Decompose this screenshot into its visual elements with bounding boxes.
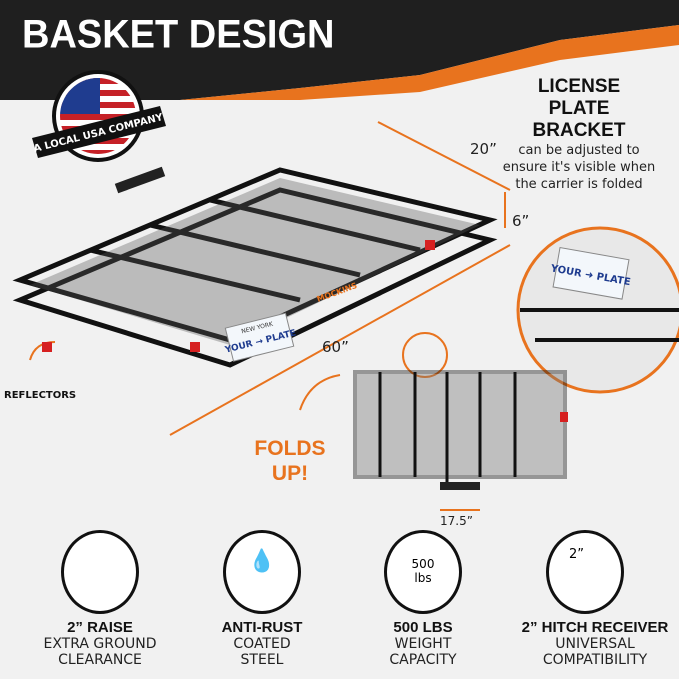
width-dimension: 20” [470,140,497,158]
usa-company-badge: A LOCAL USA COMPANY [32,70,166,162]
hitch-icon-size: 2” [569,547,585,562]
page-title: BASKET DESIGN [22,12,335,58]
feature-title: 500 LBS [393,619,453,636]
feature-line: WEIGHT [394,636,452,652]
feature-line: COATED [233,636,291,652]
feature-title: 2” HITCH RECEIVER [521,619,669,636]
weight-icon-value: 500 [411,557,435,571]
length-dimension: 60” [322,338,349,356]
feature-line: STEEL [240,652,284,668]
feature-line: COMPATIBILITY [542,652,648,668]
reflectors-label: REFLECTORS [4,390,77,401]
bracket-heading-1: LICENSE [537,76,621,97]
feature-line: CLEARANCE [58,652,142,668]
weight-icon-unit: lbs [414,571,432,585]
ground-clearance-icon [61,530,139,614]
bracket-heading-3: BRACKET [532,120,626,141]
feature-title: ANTI-RUST [221,619,303,636]
header-background [0,0,679,100]
feature-line: UNIVERSAL [555,636,635,652]
folded-dimension: 17.5” [440,514,473,528]
bracket-description: can be adjusted to ensure it's visible w… [502,143,656,192]
feature-title: 2” RAISE [67,619,133,636]
feature-line: CAPACITY [389,652,457,668]
cargo-carrier-illustration: NEW YORK YOUR → PLATE MOCKINS YOUR ➜ PLA… [12,121,679,511]
feature-line: EXTRA GROUND [43,636,157,652]
water-drops-icon: 💧 [223,530,301,614]
bracket-heading-2: PLATE [548,98,610,119]
height-dimension: 6” [512,212,530,230]
folds-up-label: FOLDS UP! [254,437,326,485]
hitch-receiver-icon: 2” [546,530,624,614]
